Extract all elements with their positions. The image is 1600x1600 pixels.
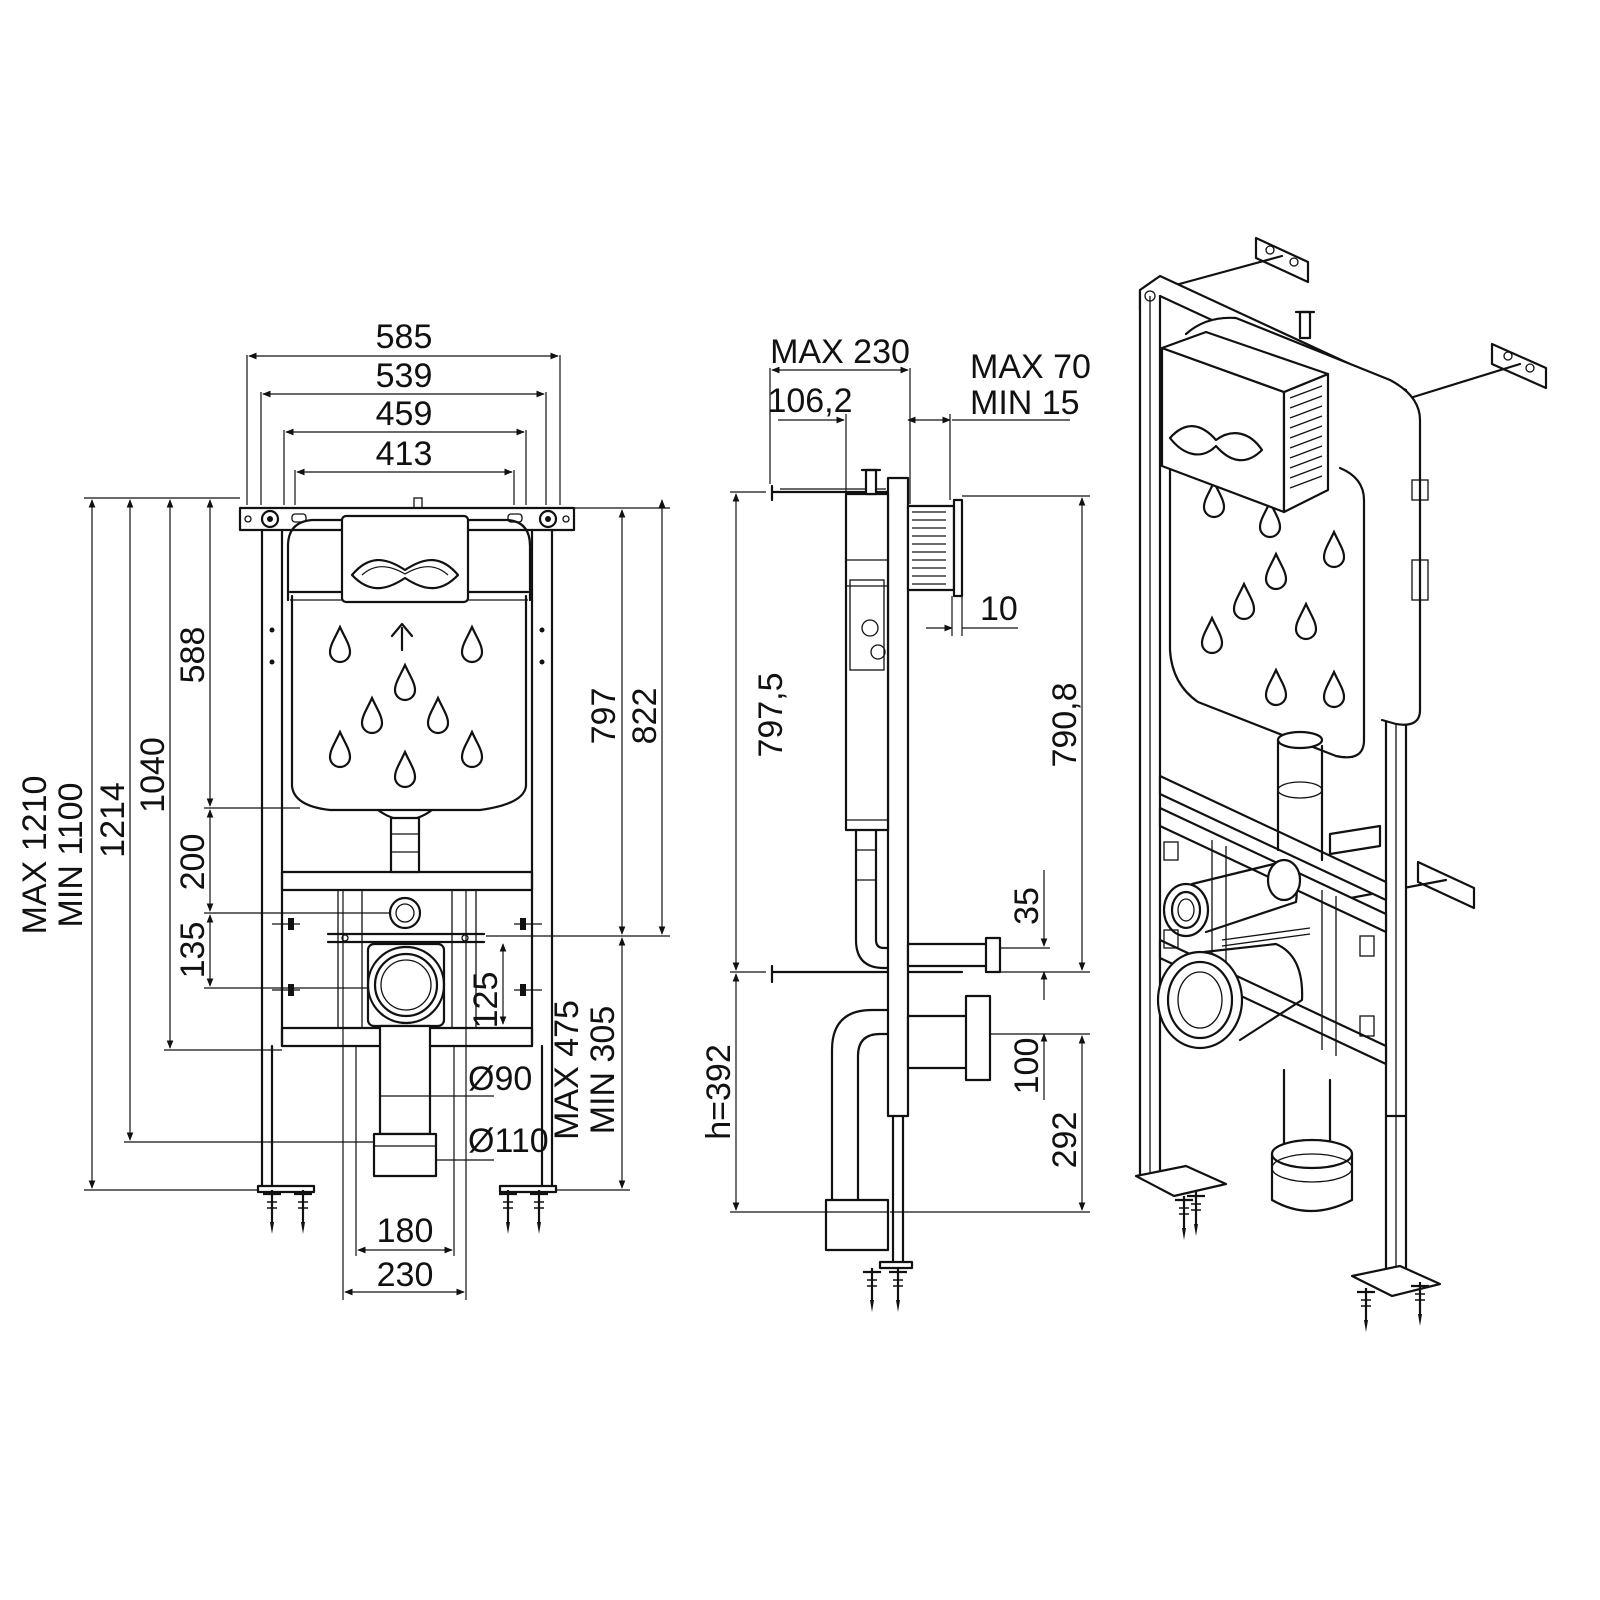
label-10: 10 [980, 590, 1018, 628]
cistern [286, 514, 532, 874]
front-view: 585 539 459 413 588 1040 1214 MAX 1210 M… [16, 318, 670, 1300]
label-588: 588 [174, 627, 212, 684]
label-797: 797 [585, 688, 623, 745]
label-585: 585 [376, 318, 433, 356]
label-min-15: MIN 15 [970, 384, 1080, 422]
label-1040: 1040 [134, 737, 172, 813]
side-dimensions [730, 366, 1090, 1213]
label-200: 200 [174, 834, 212, 891]
iso-feet [1134, 1164, 1442, 1334]
label-135: 135 [174, 922, 212, 979]
side-view: MAX 230 106,2 MAX 70 MIN 15 10 797,5 790… [700, 333, 1091, 1314]
label-d110: Ø110 [468, 1122, 549, 1160]
label-797-5: 797,5 [752, 672, 790, 757]
label-106-2: 106,2 [767, 382, 852, 420]
iso-cistern [1160, 310, 1429, 862]
label-h-392: h=392 [700, 1044, 738, 1140]
side-labels: MAX 230 106,2 MAX 70 MIN 15 10 797,5 790… [700, 333, 1091, 1168]
label-100: 100 [1008, 1038, 1046, 1095]
iso-connectors [1156, 824, 1382, 1213]
label-min-305: MIN 305 [584, 1006, 622, 1135]
label-1214: 1214 [94, 782, 132, 858]
isometric-view [1134, 236, 1548, 1334]
feet-anchors [256, 1184, 558, 1236]
label-413: 413 [376, 435, 433, 473]
front-labels: 585 539 459 413 588 1040 1214 MAX 1210 M… [16, 318, 664, 1294]
label-790-8: 790,8 [1046, 682, 1084, 767]
label-230: 230 [377, 1256, 434, 1294]
label-max-1210: MAX 1210 [16, 776, 54, 935]
label-max-70: MAX 70 [970, 348, 1091, 386]
label-d90: Ø90 [468, 1060, 532, 1098]
label-35: 35 [1008, 887, 1046, 925]
label-292: 292 [1046, 1112, 1084, 1169]
label-max-230: MAX 230 [770, 333, 910, 371]
label-459: 459 [376, 395, 433, 433]
label-180: 180 [377, 1212, 434, 1250]
front-dimensions [84, 352, 670, 1300]
label-max-475: MAX 475 [548, 1000, 586, 1140]
label-539: 539 [376, 357, 433, 395]
frame-uprights [260, 528, 554, 1192]
lower-frame [272, 889, 542, 1178]
label-min-1100: MIN 1100 [52, 783, 90, 928]
label-125: 125 [467, 972, 505, 1029]
label-822: 822 [626, 688, 664, 745]
